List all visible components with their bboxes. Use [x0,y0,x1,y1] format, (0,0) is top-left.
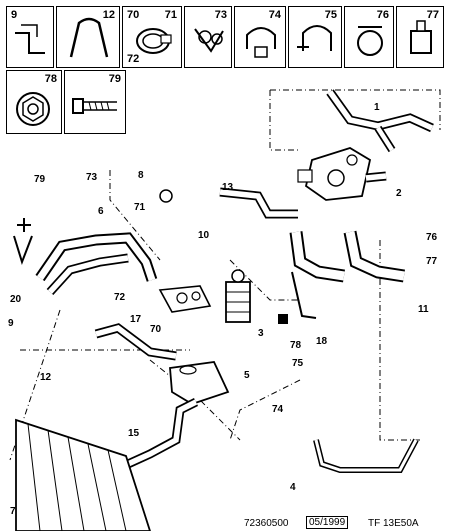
legend-cell-75: 75 [288,6,342,68]
callout-label: 72 [114,292,126,303]
flange-nut-icon [16,92,50,126]
callout-label: 7 [10,506,16,517]
legend-cell-79: 79 [64,70,126,134]
hose-6 [35,232,158,296]
callout-label: 5 [244,370,250,381]
legend-number: 78 [44,73,57,85]
legend-number: 79 [108,73,121,85]
footer-ref: 72360500 [244,518,289,529]
hose-center [289,230,405,283]
legend-cell-74: 74 [234,6,286,68]
callout-label: 11 [418,304,429,315]
legend-cell-9: 9 [6,6,54,68]
bracket-18 [278,271,317,324]
callout-label: 18 [316,336,328,347]
hose-2 [365,171,387,183]
connector-icon [410,20,432,54]
callout-label: 17 [130,314,142,325]
pipe-4 [313,438,419,473]
legend-cell-78: 78 [6,70,62,134]
callout-label: 79 [34,174,46,185]
legend-cell-12: 12 [56,6,120,68]
legend-number: 71 [164,9,177,21]
legend-number: 77 [426,9,439,21]
callout-label: 70 [150,324,162,335]
callout-label: 77 [426,256,438,267]
clip-20 [13,218,33,266]
callout-label: 76 [426,232,438,243]
callout-label: 1 [374,102,380,113]
callout-label: 20 [10,294,22,305]
hose-1 [326,89,434,153]
oil-cooler [225,269,251,323]
legend-number: 72 [127,53,140,65]
legend-number: 76 [376,9,389,21]
callout-label: 74 [272,404,284,415]
callout-label: 73 [86,172,98,183]
footer-code: TF 13E50A [368,518,419,529]
radiator [15,418,151,531]
legend-number: 9 [11,9,18,21]
legend-number: 12 [102,9,115,21]
bolt-8 [159,189,173,203]
callout-label: 4 [290,482,296,493]
callout-label: 10 [198,230,210,241]
thermostat-housing [297,147,372,201]
pipe-clip-icon [246,27,276,58]
callout-label: 3 [258,328,264,339]
footer-date: 05/1999 [306,516,349,529]
clamp-clip-icon [357,26,383,56]
legend-number: 74 [268,9,281,21]
hose-15 [126,397,199,469]
legend-cell-73: 73 [184,6,232,68]
callout-label: 6 [98,206,104,217]
callout-label: 75 [292,358,304,369]
legend-cell-76: 76 [344,6,394,68]
callout-label: 71 [134,202,146,213]
double-clip-icon [194,28,224,53]
bolt-icon [72,98,117,114]
clip-wire-icon [69,17,109,58]
legend-cell-70-71-72: 70 71 72 [122,6,182,68]
hose-17 [94,323,177,361]
expansion-tank [169,361,230,405]
legend-cell-77: 77 [396,6,444,68]
legend-number: 70 [127,9,140,21]
callout-label: 15 [128,428,140,439]
callout-label: 12 [40,372,52,383]
hose-clip-icon [297,25,332,51]
callout-label: 8 [138,170,144,181]
bracket-icon [15,24,45,54]
hose-clamp-icon [136,28,172,54]
hose-13 [219,187,298,219]
callout-label: 13 [222,182,234,193]
legend-number: 73 [214,9,227,21]
legend-number: 75 [324,9,337,21]
callout-label: 2 [396,188,402,199]
valve-block [158,285,212,313]
callout-label: 78 [290,340,302,351]
callout-label: 9 [8,318,14,329]
